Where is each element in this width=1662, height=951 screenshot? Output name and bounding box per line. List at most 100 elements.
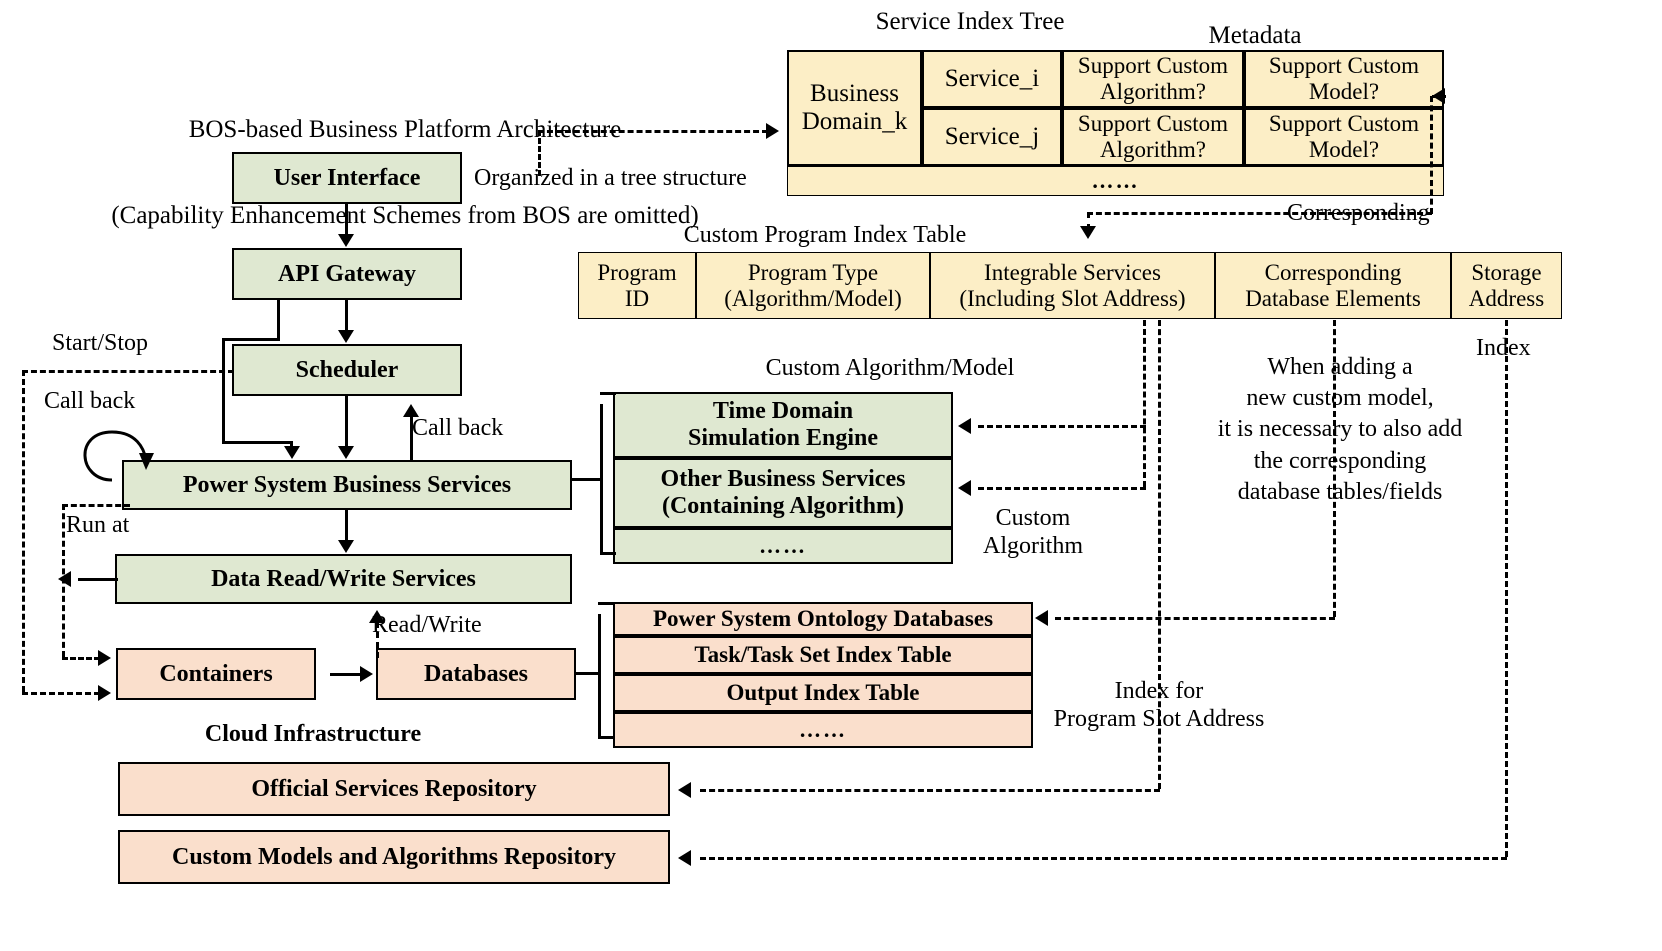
arrow-api-to-scheduler-head: [338, 330, 354, 343]
service-index-tree-cell-model-i: Support Custom Model?: [1244, 50, 1444, 108]
brace-db-top: [598, 602, 614, 605]
brace-db-bottom: [598, 736, 614, 739]
cloud-infrastructure-label: Cloud Infrastructure: [204, 721, 422, 747]
dashed-corresponding-top: [1087, 212, 1432, 215]
dashed-storage-index-h: [700, 857, 1507, 860]
architecture-title: BOS-based Business Platform Architecture…: [110, 58, 700, 288]
label-organized-tree: Organized in a tree structure: [474, 165, 747, 191]
box-api-gateway: API Gateway: [232, 248, 462, 300]
brace-algorithm-bottom: [600, 552, 616, 555]
arrow-api-bypass-v2: [222, 338, 225, 443]
dashed-corresponding-head: [1432, 88, 1445, 104]
service-index-tree-cell-algorithm-j: Support Custom Algorithm?: [1062, 108, 1244, 166]
arrow-api-bypass-h2: [222, 441, 292, 444]
dashed-run-at-top: [62, 504, 130, 507]
label-index-for-slot: Index for Program Slot Address: [1053, 678, 1265, 732]
service-index-tree-domain-cell: Business Domain_k: [787, 50, 922, 166]
dashed-tree-vertical: [538, 130, 541, 176]
box-official-services-repository: Official Services Repository: [118, 762, 670, 816]
box-data-read-write-services: Data Read/Write Services: [115, 554, 572, 604]
stack-item-time-domain-simulation-engine: Time Domain Simulation Engine: [613, 392, 953, 458]
dashed-db-to-drw-line: [376, 622, 379, 658]
dashed-tree-head: [766, 123, 779, 139]
service-index-tree-cell-model-j: Support Custom Model?: [1244, 108, 1444, 166]
cpit-col-integrable-services: Integrable Services (Including Slot Addr…: [930, 252, 1215, 319]
db-stack-ellipsis: ……: [613, 712, 1033, 748]
box-databases: Databases: [376, 648, 576, 700]
service-index-tree-title: Service Index Tree: [875, 8, 1065, 35]
arrow-psbs-to-drw-head: [338, 540, 354, 553]
dashed-corresponding-down: [1087, 212, 1090, 230]
dashed-slot-index-head: [678, 782, 691, 798]
arrow-callback-psbs-to-scheduler-line: [410, 414, 413, 460]
box-custom-models-repository: Custom Models and Algorithms Repository: [118, 830, 670, 884]
dashed-custom-algo-h1: [978, 425, 1146, 428]
arrow-api-bypass-head: [284, 446, 300, 459]
label-start-stop: Start/Stop: [52, 330, 149, 356]
dashed-custom-algo-h2-head: [958, 480, 971, 496]
dashed-db-elements-vertical: [1333, 320, 1336, 617]
dashed-db-elements-head: [1035, 610, 1048, 626]
dashed-start-stop-left: [22, 370, 25, 692]
dashed-slot-index-h: [700, 789, 1160, 792]
dashed-storage-index-vertical: [1505, 320, 1508, 857]
arrow-ui-to-api-line: [345, 204, 348, 236]
service-index-tree-cell-service-j: Service_j: [922, 108, 1062, 166]
dashed-custom-algo-h2: [978, 487, 1146, 490]
cpit-col-program-id: Program ID: [578, 252, 696, 319]
service-index-tree-cell-service-i: Service_i: [922, 50, 1062, 108]
brace-db-stem: [576, 672, 600, 675]
label-call-back-left: Call back: [44, 388, 136, 414]
arrow-drw-to-left-line: [78, 578, 118, 581]
cpit-col-program-type: Program Type (Algorithm/Model): [696, 252, 930, 319]
label-new-model-note: When adding a new custom model, it is ne…: [1217, 354, 1463, 505]
brace-algorithm-top: [600, 392, 616, 395]
stack-item-other-business-services: Other Business Services (Containing Algo…: [613, 458, 953, 528]
label-custom-algorithm: Custom Algorithm: [983, 505, 1083, 559]
brace-algorithm-stem: [572, 478, 602, 481]
architecture-title-line1: BOS-based Business Platform Architecture: [188, 115, 622, 143]
dashed-slot-index-vertical: [1158, 320, 1161, 789]
label-read-write: Read/Write: [372, 612, 482, 638]
stack-item-algorithm-ellipsis: ……: [613, 528, 953, 564]
label-index: Index: [1476, 335, 1531, 361]
dashed-db-to-drw-head: [369, 610, 385, 623]
arrow-scheduler-to-psbs-line: [345, 396, 348, 446]
arrow-api-bypass-v1: [277, 300, 280, 340]
cpit-col-storage-address: Storage Address: [1451, 252, 1562, 319]
dashed-start-stop-top: [22, 370, 234, 373]
arrow-scheduler-to-psbs-head: [338, 446, 354, 459]
dashed-run-at-bottom: [62, 657, 100, 660]
arrow-drw-to-left-head: [58, 571, 71, 587]
box-user-interface: User Interface: [232, 152, 462, 204]
label-corresponding: Corresponding: [1287, 200, 1430, 226]
dashed-run-at-head: [98, 650, 111, 666]
cpit-col-corresponding-db: Corresponding Database Elements: [1215, 252, 1451, 319]
arrow-containers-to-databases-head: [360, 666, 373, 682]
label-call-back-right: Call back: [412, 415, 504, 441]
service-index-tree-footer: ……: [787, 166, 1444, 196]
box-scheduler: Scheduler: [232, 344, 462, 396]
dashed-corresponding-right: [1430, 96, 1433, 214]
dashed-tree-horizontal: [538, 130, 768, 133]
db-stack-ontology-databases: Power System Ontology Databases: [613, 602, 1033, 636]
brace-db-vertical: [598, 614, 601, 736]
arrow-api-bypass-h1: [222, 338, 280, 341]
dashed-start-stop-bottom: [22, 692, 100, 695]
db-stack-task-index-table: Task/Task Set Index Table: [613, 636, 1033, 674]
dashed-storage-index-head: [678, 850, 691, 866]
label-run-at: Run at: [66, 512, 130, 538]
box-power-system-business-services: Power System Business Services: [122, 460, 572, 510]
dashed-start-stop-head: [98, 685, 111, 701]
arrow-callback-psbs-to-scheduler-head: [403, 404, 419, 417]
dashed-corresponding-down-head: [1080, 226, 1096, 239]
arrow-api-to-scheduler-line: [345, 300, 348, 330]
custom-program-index-table-title: Custom Program Index Table: [683, 222, 967, 248]
box-containers: Containers: [116, 648, 316, 700]
service-index-tree-cell-algorithm-i: Support Custom Algorithm?: [1062, 50, 1244, 108]
arrow-containers-to-databases-line: [330, 673, 362, 676]
db-stack-output-index-table: Output Index Table: [613, 674, 1033, 712]
arrow-psbs-to-drw-line: [345, 510, 348, 540]
callback-self-loop-icon: [83, 430, 154, 482]
